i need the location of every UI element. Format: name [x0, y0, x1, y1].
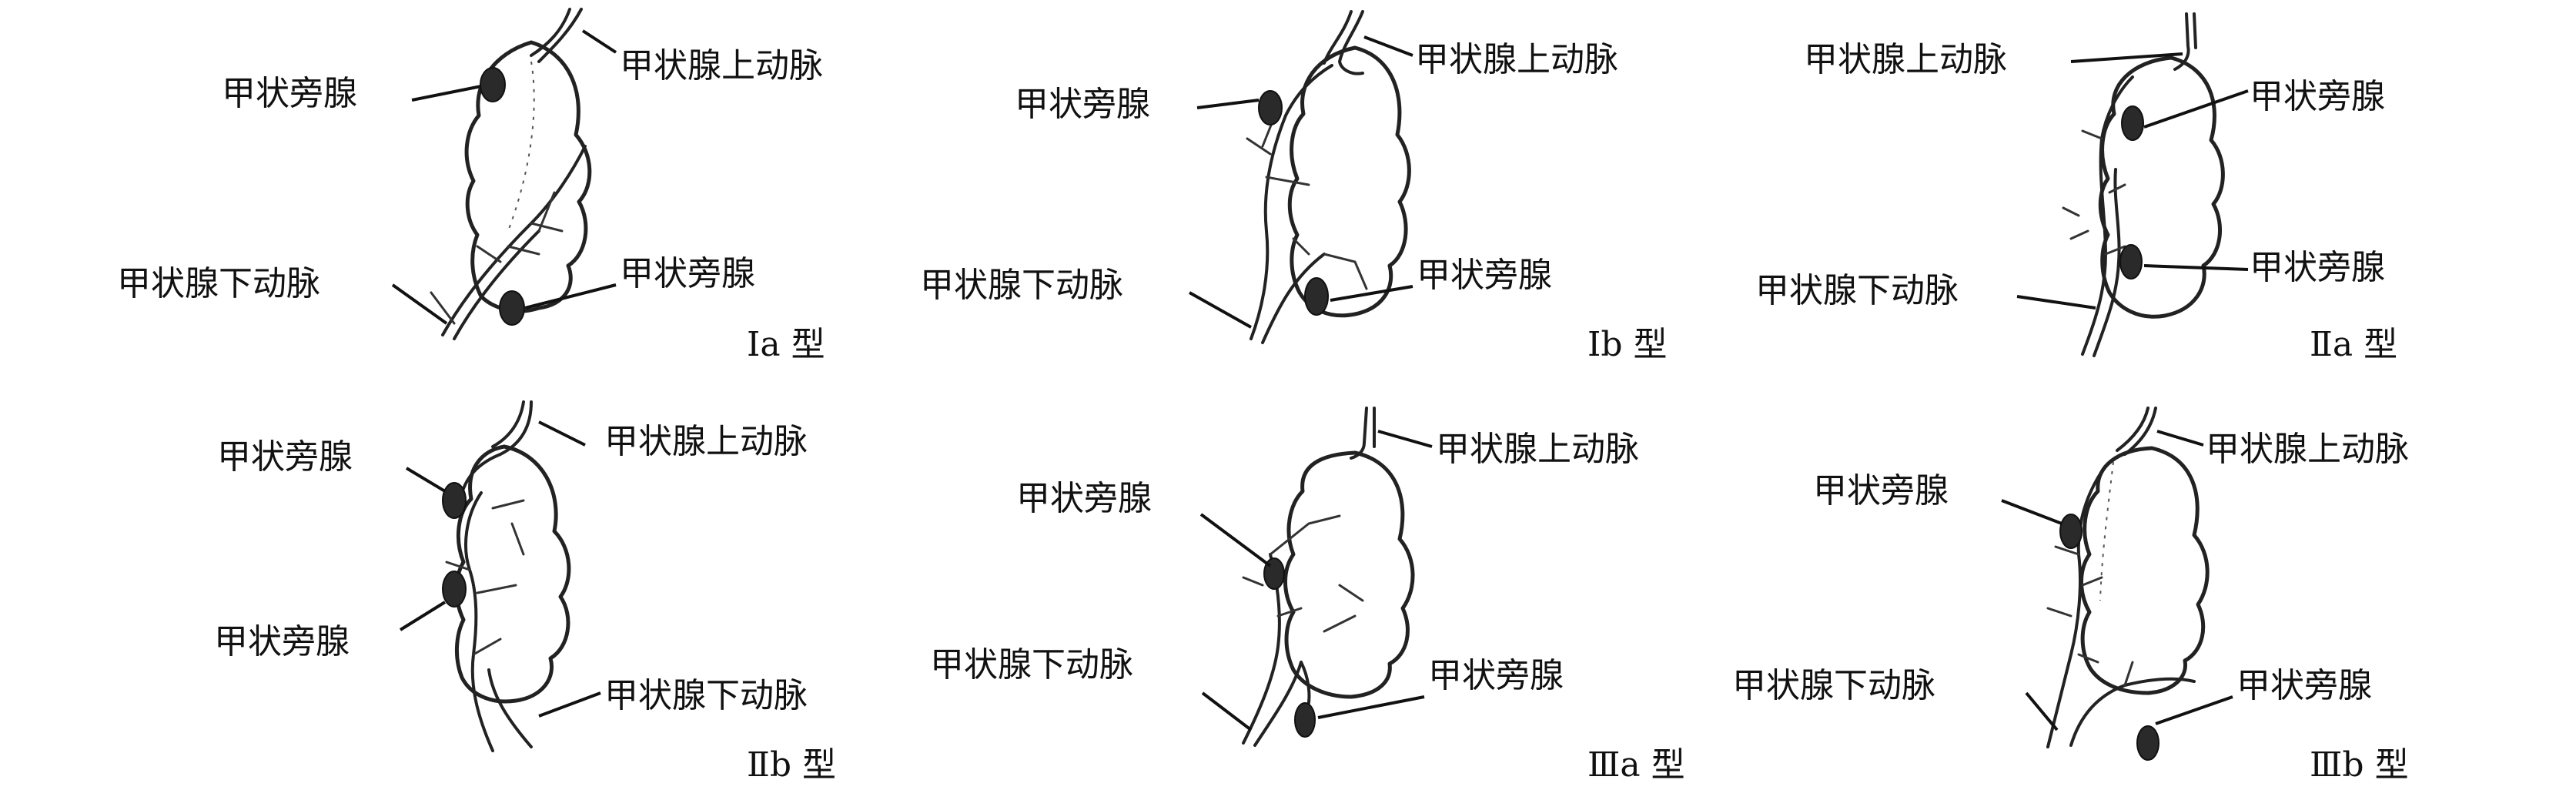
leader-line: [1196, 99, 1260, 109]
label-superior-thyroid-artery: 甲状腺上动脉: [1436, 430, 1639, 469]
parathyroid-gland-upper: [442, 482, 467, 519]
leader-line: [1201, 691, 1253, 731]
label-inferior-thyroid-artery: 甲状腺下动脉: [117, 264, 320, 303]
panel-type-label: Ⅱa 型: [2310, 325, 2397, 364]
inferior-thyroid-artery: [1250, 64, 1333, 344]
leader-line: [538, 691, 601, 718]
label-superior-thyroid-artery: 甲状腺上动脉: [1415, 40, 1618, 79]
thyroid-lobe: [1287, 45, 1411, 318]
leader-line: [524, 283, 617, 310]
leader-line: [2025, 691, 2059, 731]
label-superior-thyroid-artery: 甲状腺上动脉: [1804, 40, 2007, 79]
label-parathyroid-lower: 甲状旁腺: [620, 254, 755, 293]
label-inferior-thyroid-artery: 甲状腺下动脉: [930, 645, 1133, 685]
panel-type-IIIa: 甲状旁腺 甲状腺上动脉 甲状腺下动脉 甲状旁腺 Ⅲa 型: [930, 407, 1685, 785]
artery-branches: [1242, 514, 1364, 633]
panel-type-IIb: 甲状旁腺 甲状腺上动脉 甲状旁腺 甲状腺下动脉 Ⅱb 型: [214, 400, 836, 785]
label-parathyroid-upper: 甲状旁腺: [1015, 85, 1150, 124]
superior-thyroid-artery: [2173, 12, 2197, 71]
superior-thyroid-artery: [1350, 407, 1376, 460]
leader-line: [1377, 430, 1433, 448]
leader-line: [2156, 430, 2204, 447]
leader-line: [538, 420, 586, 447]
panel-type-label: Ⅲa 型: [1587, 745, 1685, 785]
inferior-thyroid-artery: [2081, 75, 2134, 357]
artery-dashed-course: [507, 61, 535, 232]
leader-line: [2070, 52, 2183, 63]
label-inferior-thyroid-artery: 甲状腺下动脉: [1755, 271, 1959, 310]
label-parathyroid-upper: 甲状旁腺: [1016, 479, 1152, 518]
panel-type-label: Ⅲb 型: [2310, 745, 2409, 785]
superior-thyroid-artery: [1323, 10, 1364, 75]
label-parathyroid-lower: 甲状旁腺: [2250, 248, 2385, 287]
artery-branches: [2062, 129, 2126, 256]
parathyroid-gland-lower: [1294, 702, 1316, 738]
leader-line: [581, 29, 617, 54]
panel-type-IIa: 甲状腺上动脉 甲状旁腺 甲状腺下动脉 甲状旁腺 Ⅱa 型: [1755, 12, 2397, 364]
label-parathyroid-upper: 甲状旁腺: [2250, 77, 2385, 116]
label-parathyroid-lower: 甲状旁腺: [2236, 666, 2372, 705]
label-inferior-thyroid-artery: 甲状腺下动脉: [920, 266, 1123, 305]
leader-line: [405, 467, 447, 493]
parathyroid-gland-upper: [2121, 105, 2144, 141]
label-parathyroid-upper: 甲状旁腺: [222, 74, 357, 113]
leader-line: [1189, 291, 1252, 329]
artery-branches: [2046, 545, 2134, 687]
artery-branches: [430, 191, 564, 325]
label-inferior-thyroid-artery: 甲状腺下动脉: [1732, 666, 1935, 705]
label-superior-thyroid-artery: 甲状腺上动脉: [620, 46, 823, 85]
parathyroid-gland-lower: [499, 290, 525, 326]
thyroid-lobe: [454, 444, 571, 704]
leader-line: [2001, 499, 2062, 525]
leader-line: [1317, 695, 1425, 719]
panel-type-Ib: 甲状旁腺 甲状腺上动脉 甲状腺下动脉 甲状旁腺 Ⅰb 型: [920, 10, 1668, 364]
leader-line: [2143, 264, 2249, 271]
leader-line: [399, 601, 447, 631]
label-inferior-thyroid-artery: 甲状腺下动脉: [604, 676, 808, 715]
artery-branches: [445, 499, 525, 656]
label-superior-thyroid-artery: 甲状腺上动脉: [604, 422, 808, 461]
leader-line: [391, 283, 448, 325]
panel-type-label: Ⅱb 型: [747, 745, 836, 785]
leader-line: [1199, 513, 1272, 567]
superior-thyroid-artery: [460, 400, 533, 494]
label-parathyroid-upper: 甲状旁腺: [217, 437, 353, 477]
parathyroid-gland-upper: [480, 67, 506, 102]
panel-type-label: Ⅰb 型: [1587, 325, 1668, 364]
label-superior-thyroid-artery: 甲状腺上动脉: [2206, 430, 2409, 469]
inferior-thyroid-artery: [464, 491, 533, 752]
parathyroid-gland-lower: [1304, 277, 1329, 316]
thyroid-lobe: [1283, 450, 1415, 699]
label-parathyroid-lower: 甲状旁腺: [1417, 256, 1552, 295]
artery-branches: [1246, 106, 1368, 290]
label-parathyroid-lower: 甲状旁腺: [1428, 656, 1564, 695]
leader-line: [2016, 295, 2096, 310]
superior-thyroid-artery: [530, 8, 583, 63]
leader-line: [411, 85, 482, 102]
leader-line: [2155, 695, 2233, 725]
leader-line: [1363, 35, 1413, 57]
panel-type-IIIb: 甲状旁腺 甲状腺上动脉 甲状腺下动脉 甲状旁腺 Ⅲb 型: [1732, 407, 2409, 785]
thyroid-lobe: [2079, 446, 2210, 695]
parathyroid-gland-upper: [2059, 514, 2083, 549]
parathyroid-gland-lower: [2119, 244, 2143, 279]
superior-thyroid-artery: [2116, 407, 2157, 456]
panel-type-Ia: 甲状旁腺 甲状腺上动脉 甲状腺下动脉 甲状旁腺 Ⅰa 型: [117, 8, 825, 364]
label-parathyroid-lower: 甲状旁腺: [214, 622, 350, 661]
parathyroid-gland-lower: [2136, 725, 2159, 761]
label-parathyroid-upper: 甲状旁腺: [1813, 471, 1949, 510]
leader-line: [1330, 285, 1413, 302]
leader-line: [2143, 89, 2249, 129]
parathyroid-gland-upper: [1258, 90, 1283, 126]
parathyroid-gland-lower: [442, 571, 467, 608]
panel-type-label: Ⅰa 型: [747, 325, 825, 364]
artery-dashed-course: [2099, 461, 2114, 601]
